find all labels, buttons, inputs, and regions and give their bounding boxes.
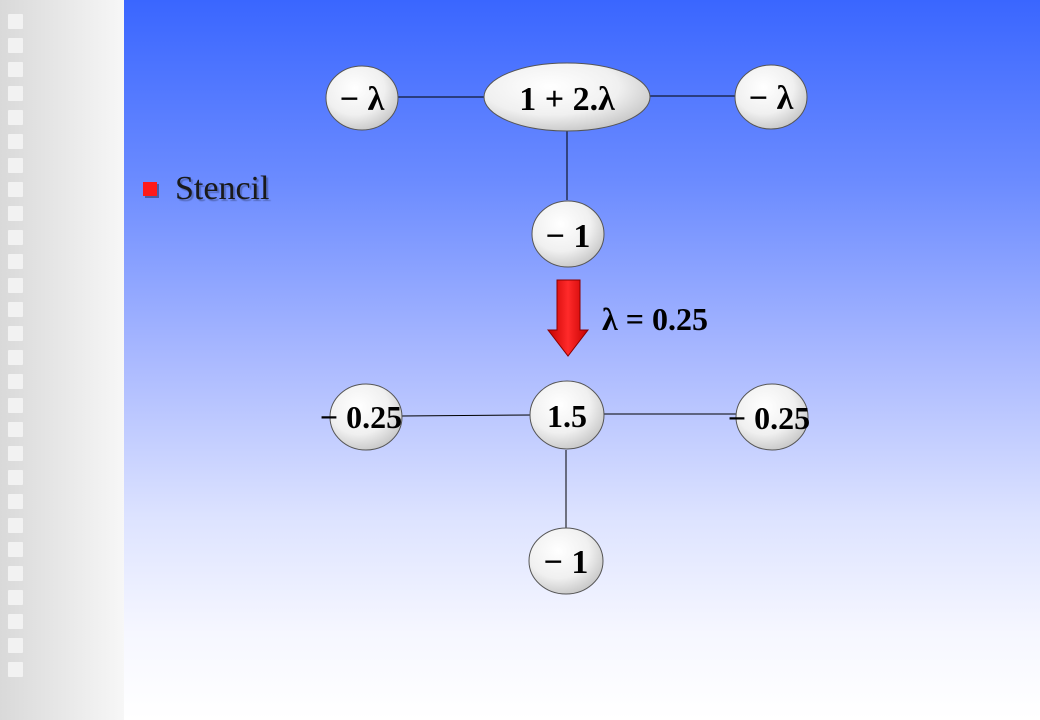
- top-node-right: − λ: [734, 64, 808, 130]
- left-decorative-strip: [0, 0, 124, 720]
- bottom-node-bottom: − 1: [528, 527, 604, 595]
- top-connectors: [398, 95, 736, 200]
- top-node-center: 1 + 2.λ: [483, 62, 651, 132]
- top-node-center-label: 1 + 2.λ: [519, 81, 615, 118]
- bottom-node-right: − 0.25: [728, 383, 810, 451]
- bottom-node-bottom-label: − 1: [544, 544, 589, 581]
- lambda-value-label: λ = 0.25: [602, 301, 708, 337]
- bottom-node-center: 1.5: [529, 380, 605, 450]
- bullet-text: Stencil: [175, 170, 270, 207]
- decorative-squares: [8, 14, 30, 686]
- down-arrow-icon: [546, 279, 590, 357]
- top-node-left-label: − λ: [340, 81, 385, 118]
- bottom-node-left: − 0.25: [320, 383, 403, 451]
- top-node-left: − λ: [325, 65, 399, 131]
- top-node-bottom-label: − 1: [546, 218, 591, 255]
- bullet-square-icon: [143, 182, 157, 196]
- bottom-node-left-label: − 0.25: [320, 399, 402, 435]
- bottom-node-right-label: − 0.25: [728, 400, 810, 436]
- top-node-right-label: − λ: [749, 80, 794, 117]
- bullet-item: Stencil: [143, 170, 269, 208]
- bottom-connectors: [401, 413, 736, 528]
- bottom-node-center-label: 1.5: [547, 398, 587, 434]
- top-node-bottom: − 1: [531, 200, 605, 268]
